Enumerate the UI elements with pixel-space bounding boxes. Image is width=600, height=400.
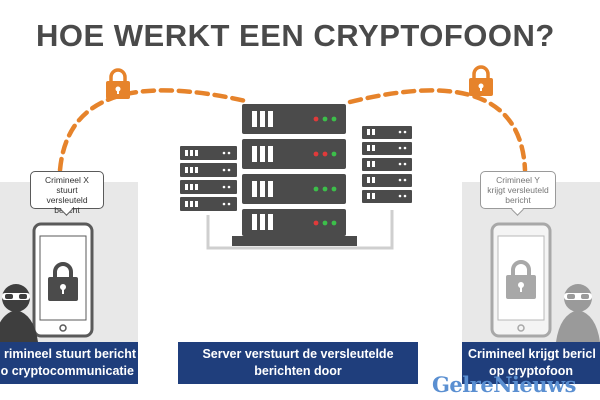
server-base [232, 236, 357, 246]
label-text: Crimineel krijgt bericl [468, 347, 596, 361]
label-right: Crimineel krijgt bericl op cryptofoon [462, 342, 600, 384]
smartphone-icon [490, 222, 552, 338]
bubble-text: krijgt versleuteld [487, 185, 549, 195]
lock-icon [106, 68, 130, 99]
page-title: HOE WERKT EEN CRYPTOFOON? [36, 18, 555, 53]
label-text: rimineel stuurt bericht [4, 347, 136, 361]
label-center: Server verstuurt de versleutelde bericht… [178, 342, 418, 384]
label-text: berichten door [254, 364, 342, 378]
label-left: rimineel stuurt bericht o cryptocommunic… [0, 342, 138, 384]
speech-bubble-right: Crimineel Y krijgt versleuteld bericht [480, 171, 556, 209]
label-text: Server verstuurt de versleutelde [202, 347, 394, 361]
label-text: o cryptocommunicatie [0, 364, 134, 378]
speech-bubble-left: Crimineel X stuurt versleuteld bericht [30, 171, 104, 215]
lock-icon [469, 65, 493, 96]
label-text: op cryptofoon [488, 364, 573, 378]
bubble-text: Crimineel Y [496, 175, 540, 185]
watermark-logo: GelreNieuws [432, 372, 576, 397]
bubble-text: stuurt versleuteld [46, 185, 88, 205]
smartphone-icon [32, 222, 94, 338]
bubble-text: bericht [54, 205, 80, 215]
bubble-text: Crimineel X [45, 175, 89, 185]
hooded-person-icon [0, 284, 38, 342]
server-icon [180, 146, 237, 211]
network-lines [206, 210, 394, 250]
server-icon [362, 126, 412, 203]
server-icon [242, 104, 346, 236]
right-dashed-arc [347, 88, 528, 173]
hooded-person-icon [556, 284, 600, 342]
bubble-text: bericht [505, 195, 531, 205]
